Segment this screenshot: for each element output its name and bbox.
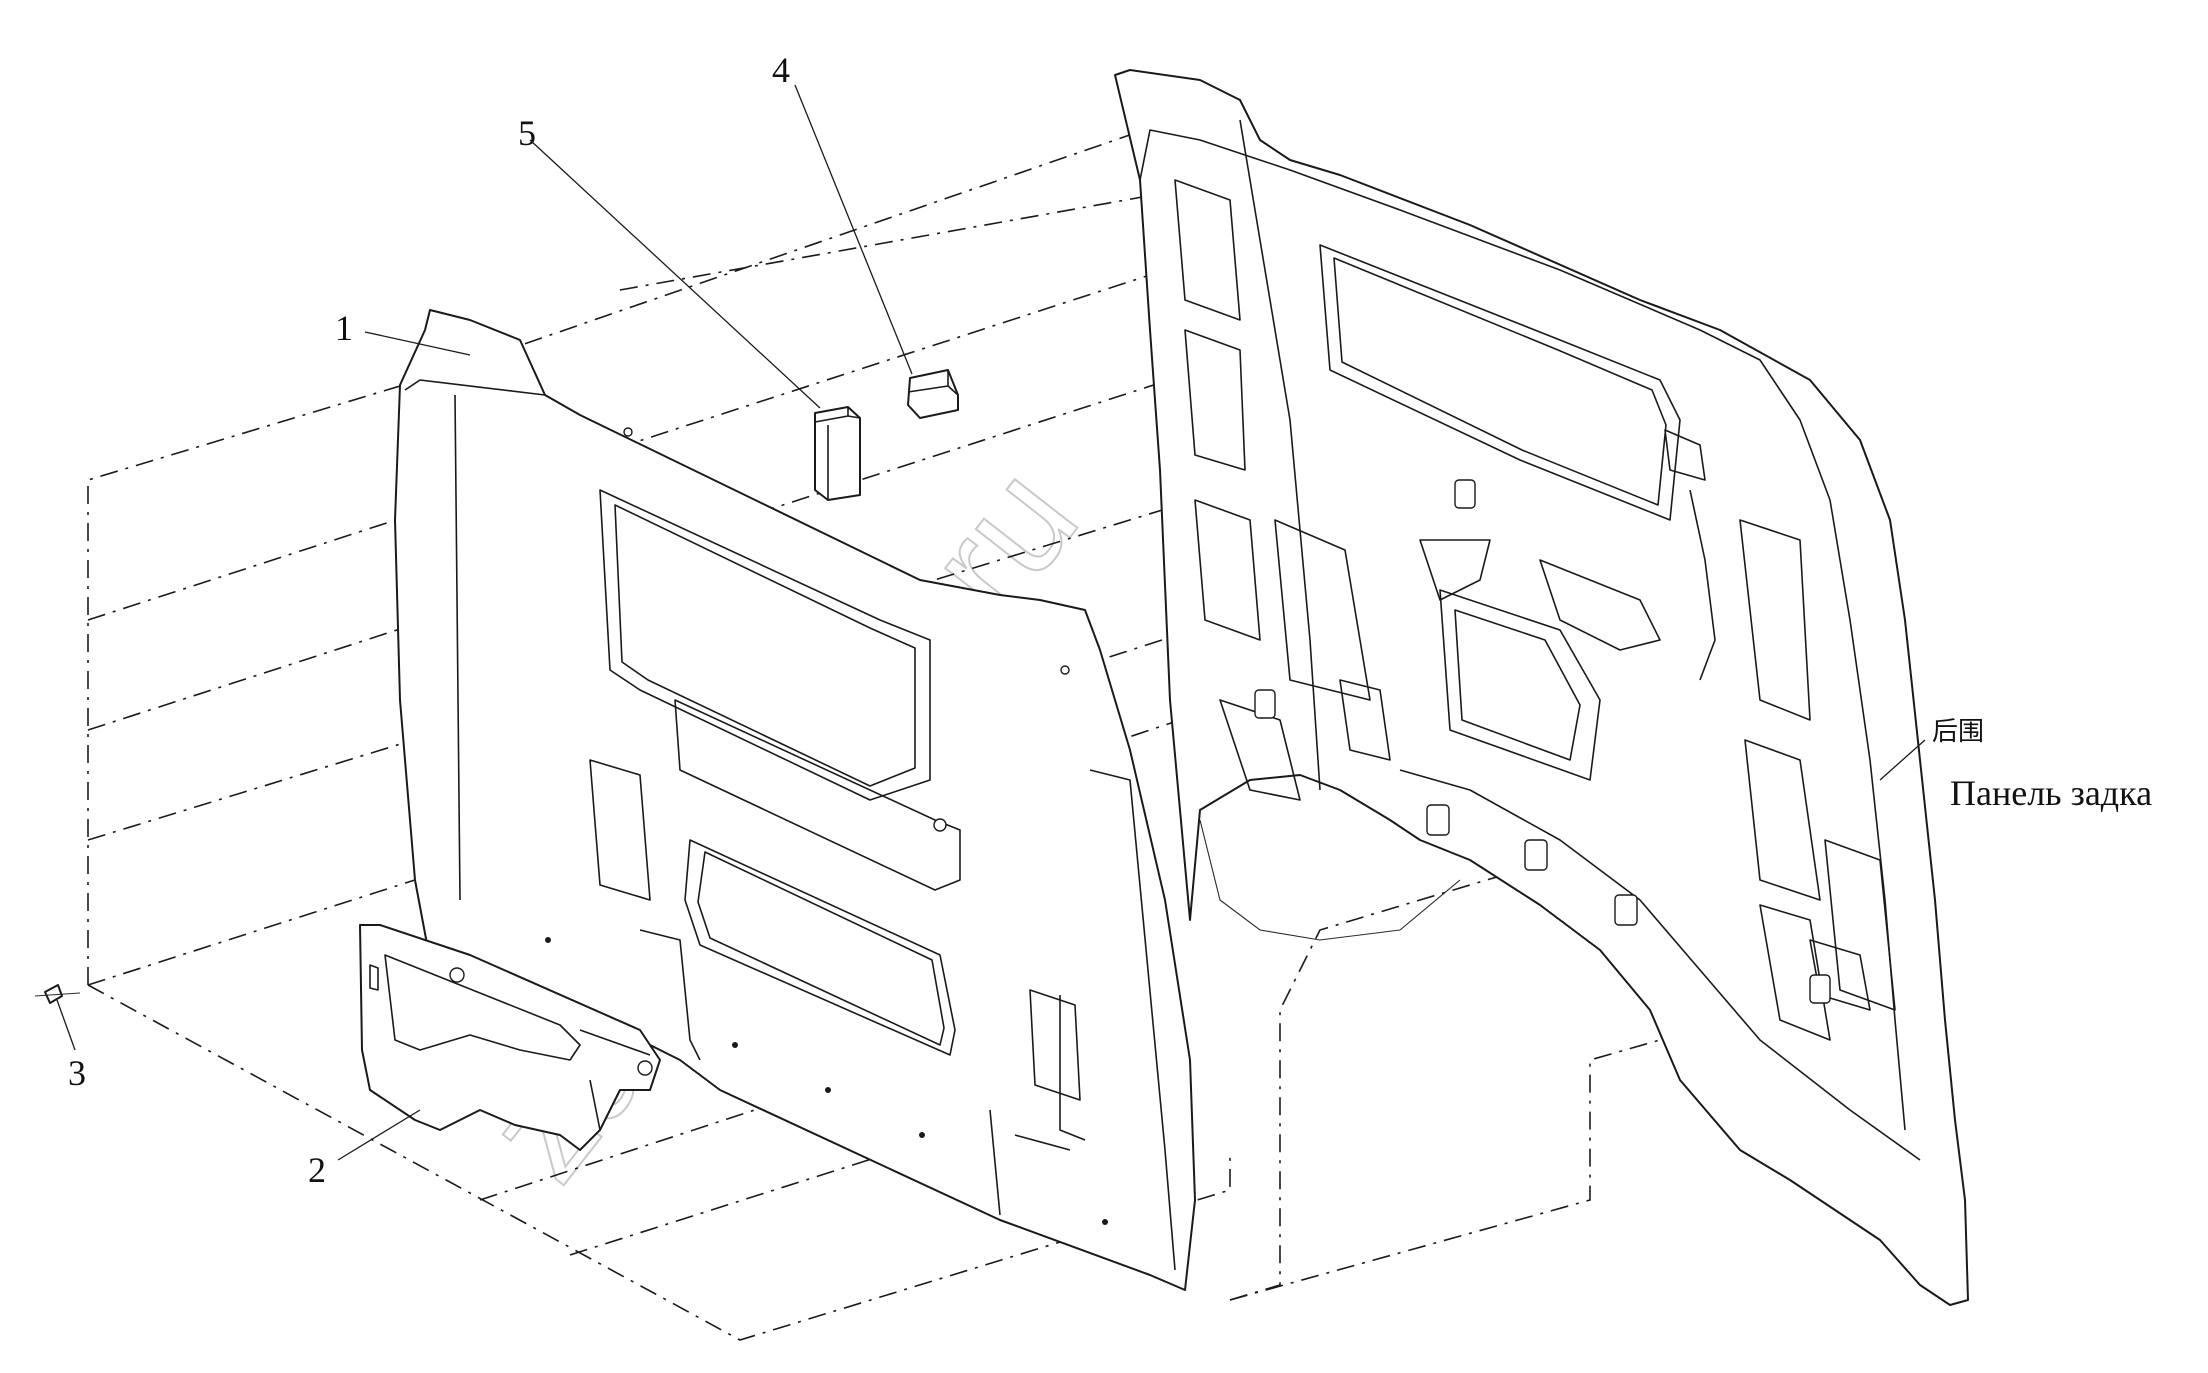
callout-3: 3 (68, 1053, 86, 1093)
rear-panel-label-ru: Панель задка (1950, 773, 2152, 813)
callout-5: 5 (518, 113, 536, 153)
rear-wall-panel (1114, 69, 1969, 1306)
callout-2: 2 (308, 1150, 326, 1190)
callout-labels: 1 2 3 4 5 (68, 50, 790, 1190)
part-4-small-block (907, 369, 959, 419)
rear-panel-labels: 后围 Панель задка (1932, 717, 2152, 813)
callout-4: 4 (772, 50, 790, 90)
part-1-interior-trim-panel (394, 309, 1196, 1291)
rear-panel-label-cn: 后围 (1932, 717, 1984, 747)
leader-lines (56, 84, 1926, 1161)
callout-1: 1 (335, 308, 353, 348)
part-5-tall-block (814, 406, 861, 501)
part-2-lower-trim-piece (359, 924, 661, 1151)
part-3-clip (34, 984, 81, 1004)
